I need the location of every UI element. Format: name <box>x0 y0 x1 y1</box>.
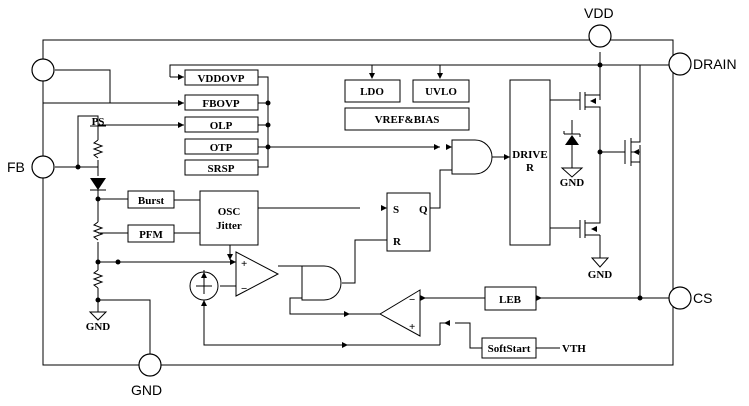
osc-label-line2: Jitter <box>216 220 242 232</box>
gnd-triangle-icon <box>88 311 108 321</box>
gnd-label-left: GND <box>86 321 111 333</box>
plus-icon <box>196 278 212 294</box>
unlabeled-pin-left[interactable] <box>31 58 55 82</box>
fb-pin-label: FB <box>7 159 25 175</box>
slope-feedback <box>203 296 440 346</box>
arrow-icon <box>381 205 387 211</box>
resistor-icon <box>92 221 104 241</box>
low-side-transistor <box>579 210 601 238</box>
otp-block <box>184 138 259 155</box>
vref-bias-label: VREF&BIAS <box>375 114 440 126</box>
fb-comparator <box>235 251 280 297</box>
driver-block <box>509 79 551 246</box>
drain-pin[interactable] <box>668 52 692 76</box>
diode-icon <box>90 178 106 190</box>
gnd-label-zener: GND <box>560 177 585 189</box>
vddovp-label: VDDOVP <box>197 73 244 85</box>
arrow-icon <box>369 73 375 79</box>
ps-label: PS <box>92 116 105 128</box>
arrow-icon <box>178 74 184 80</box>
chip-boundary <box>42 39 674 366</box>
softstart-label: SoftStart <box>488 343 531 355</box>
ldo-label: LDO <box>360 86 384 98</box>
vth-label: VTH <box>562 343 586 355</box>
olp-label: OLP <box>210 120 233 132</box>
gnd-pin-label: GND <box>131 382 162 398</box>
arrow-icon <box>420 295 426 301</box>
softstart-block <box>481 337 537 359</box>
resistor-icon <box>92 139 104 159</box>
gnd-label-driver: GND <box>588 269 613 281</box>
arrow-icon <box>446 144 452 150</box>
latch-q-label: Q <box>419 204 428 216</box>
vddovp-block <box>184 69 259 86</box>
sr-latch <box>386 192 431 252</box>
ldo-block <box>344 79 401 103</box>
osc-jitter-block <box>199 190 259 246</box>
protection-bus <box>258 76 269 168</box>
fb-comp-minus: − <box>241 283 247 295</box>
vdd-pin-label: VDD <box>584 5 614 21</box>
high-side-transistor <box>579 80 601 120</box>
q-to-and <box>430 169 452 209</box>
srsp-label: SRSP <box>208 163 235 175</box>
gnd-triangle-icon <box>590 257 610 268</box>
cs-pin[interactable] <box>668 286 692 310</box>
srsp-block <box>184 159 259 176</box>
arrow-icon <box>230 259 236 265</box>
and-gate-output <box>451 139 493 175</box>
cs-comp-plus: + <box>409 321 415 333</box>
osc-label-line1: OSC <box>218 206 241 218</box>
cs-comparator <box>378 289 421 337</box>
gnd-route <box>98 299 151 355</box>
vdd-internal-rail <box>169 64 600 77</box>
driver-label-line2: R <box>526 162 535 174</box>
leb-label: LEB <box>499 294 522 306</box>
fbovp-label: FBOVP <box>202 98 240 110</box>
cs-comp-to-and <box>289 297 380 315</box>
otp-label: OTP <box>210 142 233 154</box>
latch-reset-label: R <box>393 236 402 248</box>
drain-pin-label: DRAIN <box>693 56 737 72</box>
resistor-icon <box>92 269 104 289</box>
pfm-block <box>127 224 175 243</box>
and-gate-reset <box>301 265 342 301</box>
burst-label: Burst <box>138 195 165 207</box>
fb-pin[interactable] <box>31 155 55 179</box>
pfm-label: PFM <box>139 229 163 241</box>
uvlo-label: UVLO <box>425 86 457 98</box>
arrow-icon <box>227 254 233 260</box>
uvlo-block <box>412 79 470 103</box>
arrow-icon <box>178 100 184 106</box>
vdd-pin[interactable] <box>588 24 612 48</box>
cs-comp-minus: − <box>409 294 415 306</box>
fbovp-block <box>184 94 259 111</box>
cs-pin-label: CS <box>693 290 712 306</box>
gnd-pin[interactable] <box>138 353 162 377</box>
zener-diode-icon <box>565 135 579 145</box>
burst-block <box>127 190 175 209</box>
latch-set-label: S <box>393 204 399 216</box>
vref-bias-block <box>344 107 470 131</box>
reset-wire <box>342 239 387 284</box>
olp-block <box>184 116 259 133</box>
ps-wire <box>77 115 184 167</box>
arrow-icon <box>444 320 450 326</box>
arrow-icon <box>437 73 443 79</box>
fb-comp-plus: + <box>241 258 247 270</box>
arrow-icon <box>178 122 184 128</box>
driver-label-line1: DRIVE <box>512 149 547 161</box>
gnd-triangle-icon <box>560 167 584 178</box>
